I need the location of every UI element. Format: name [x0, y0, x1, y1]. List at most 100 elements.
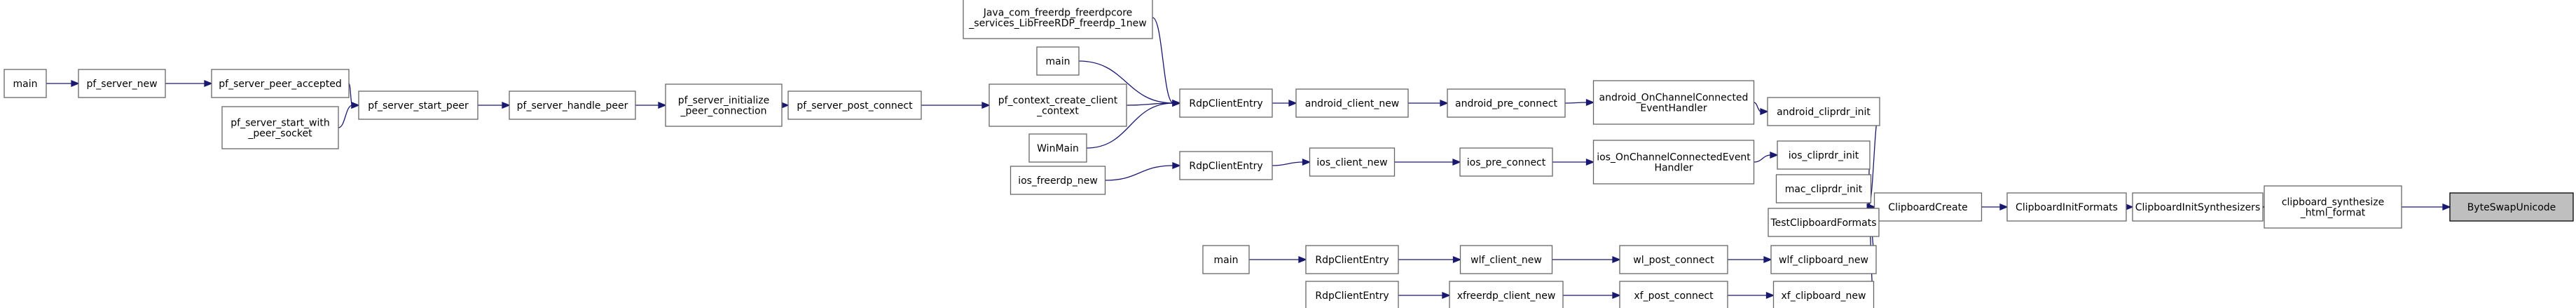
node-winmain[interactable]: WinMain — [1028, 133, 1087, 163]
node-wlf-clipboard-new[interactable]: wlf_clipboard_new — [1770, 245, 1877, 274]
edge-arrowhead — [71, 80, 80, 87]
edge-pf-server-start-peer-to-pf-server-handle-peer — [477, 102, 511, 109]
edge-xfreerdp-client-new-to-xf-post-connect — [1562, 292, 1621, 299]
node-rdpcliententry-ios[interactable]: RdpClientEntry — [1179, 151, 1273, 180]
node-box — [358, 91, 478, 120]
edge-arrowhead — [658, 102, 667, 109]
node-wl-post-connect[interactable]: wl_post_connect — [1619, 245, 1728, 274]
nodes-layer: ByteSwapUnicode clipboard_synthesize_html… — [4, 0, 2574, 308]
node-label: ios_pre_connect — [1467, 157, 1546, 168]
node-box — [1459, 147, 1553, 177]
edge-arrowhead — [1288, 100, 1297, 107]
node-testclipboardformats[interactable]: TestClipboardFormats — [1768, 208, 1880, 237]
node-label: Handler — [1654, 163, 1693, 174]
node-android-cliprdr-init[interactable]: android_cliprdr_init — [1767, 97, 1880, 126]
node-label: _html_format — [2300, 208, 2366, 219]
node-pf-server-post-connect[interactable]: pf_server_post_connect — [787, 91, 922, 120]
node-main-wl[interactable]: main — [1202, 245, 1250, 274]
node-byteswapunicode[interactable]: ByteSwapUnicode — [2449, 192, 2574, 222]
node-box — [787, 91, 922, 120]
edge-ios-freerdp-new-to-rdpcliententry-ios — [1105, 162, 1181, 181]
node-java-freerdp-new[interactable]: Java_com_freerdp_freerdpcore_services_Li… — [963, 0, 1153, 39]
node-box — [2449, 192, 2574, 222]
node-pf-server-new[interactable]: pf_server_new — [78, 69, 166, 98]
node-pf-server-start-with-peer-socket[interactable]: pf_server_start_with_peer_socket — [221, 106, 339, 149]
node-label: _context — [1036, 106, 1079, 117]
edge-pf-server-post-connect-to-pf-context-create-client-context — [921, 102, 991, 109]
node-label: WinMain — [1037, 143, 1079, 154]
edge-arrowhead — [1585, 99, 1595, 106]
node-box — [509, 91, 636, 120]
node-box — [1592, 80, 1755, 125]
edge-ios-client-new-to-ios-pre-connect — [1394, 159, 1461, 166]
node-ios-cliprdr-init[interactable]: ios_cliprdr_init — [1777, 140, 1871, 170]
node-xf-clipboard-new[interactable]: xf_clipboard_new — [1772, 281, 1875, 308]
edge-rdpcliententry-ios-to-ios-client-new — [1272, 159, 1311, 166]
edge-line — [1086, 102, 1174, 149]
edge-arrowhead — [1612, 256, 1621, 263]
node-main-pf[interactable]: main — [4, 69, 47, 98]
node-clipboard-synthesize-html-format[interactable]: clipboard_synthesize_html_format — [2264, 185, 2402, 229]
node-label: wl_post_connect — [1633, 255, 1714, 266]
node-rdpcliententry-wl[interactable]: RdpClientEntry — [1305, 245, 1399, 274]
node-label: xf_post_connect — [1634, 290, 1714, 302]
node-pf-server-start-peer[interactable]: pf_server_start_peer — [358, 91, 478, 120]
node-box — [1770, 245, 1877, 274]
node-box — [1202, 245, 1250, 274]
node-main-android[interactable]: main — [1036, 46, 1080, 76]
node-label: pf_server_peer_accepted — [219, 79, 341, 90]
edge-arrowhead — [1770, 152, 1779, 159]
node-pf-server-initialize-peer-connection[interactable]: pf_server_initialize_peer_connection — [665, 83, 783, 127]
node-clipboardinitsynthesizers[interactable]: ClipboardInitSynthesizers — [2132, 192, 2264, 222]
edge-line — [1152, 17, 1174, 104]
node-label: pf_server_handle_peer — [517, 100, 628, 112]
node-box — [989, 83, 1127, 127]
edge-arrowhead — [1765, 292, 1775, 299]
node-mac-cliprdr-init[interactable]: mac_cliprdr_init — [1775, 174, 1872, 203]
node-pf-context-create-client-context[interactable]: pf_context_create_client_context — [989, 83, 1127, 127]
edge-arrowhead — [1172, 100, 1181, 107]
node-label: xfreerdp_client_new — [1457, 290, 1556, 302]
node-xf-post-connect[interactable]: xf_post_connect — [1619, 281, 1728, 308]
node-box — [1619, 245, 1728, 274]
node-clipboardcreate[interactable]: ClipboardCreate — [1873, 192, 1983, 222]
node-box — [1459, 245, 1553, 274]
edge-arrowhead — [1172, 162, 1181, 169]
node-label: ios_cliprdr_init — [1789, 150, 1859, 161]
node-rdpcliententry-xf[interactable]: RdpClientEntry — [1305, 281, 1399, 308]
node-box — [1295, 88, 1409, 118]
node-rdpcliententry-android[interactable]: RdpClientEntry — [1179, 88, 1273, 118]
node-box — [1767, 97, 1880, 126]
edge-java-freerdp-new-to-rdpcliententry-android — [1152, 17, 1181, 107]
edge-line — [338, 105, 353, 128]
node-pf-server-handle-peer[interactable]: pf_server_handle_peer — [509, 91, 636, 120]
node-android-client-new[interactable]: android_client_new — [1295, 88, 1409, 118]
node-wlf-client-new[interactable]: wlf_client_new — [1459, 245, 1553, 274]
node-pf-server-peer-accepted[interactable]: pf_server_peer_accepted — [211, 69, 350, 98]
node-ios-client-new[interactable]: ios_client_new — [1309, 147, 1396, 177]
edge-pf-server-handle-peer-to-pf-server-initialize-peer-connection — [635, 102, 667, 109]
node-label: RdpClientEntry — [1315, 255, 1389, 266]
edge-pf-server-new-to-pf-server-peer-accepted — [165, 80, 213, 87]
node-xfreerdp-client-new[interactable]: xfreerdp_client_new — [1449, 281, 1564, 308]
node-android-pre-connect[interactable]: android_pre_connect — [1447, 88, 1566, 118]
edge-android-client-new-to-android-pre-connect — [1407, 100, 1449, 107]
node-box — [1305, 281, 1399, 308]
node-clipboardinitformats[interactable]: ClipboardInitFormats — [2006, 192, 2127, 222]
node-label: ios_freerdp_new — [1018, 175, 1098, 187]
node-box — [1305, 245, 1399, 274]
edge-arrowhead — [1442, 292, 1451, 299]
edge-arrowhead — [982, 102, 991, 109]
node-box — [1873, 192, 1983, 222]
node-ios-freerdp-new[interactable]: ios_freerdp_new — [1010, 166, 1106, 195]
edge-clipboardcreate-to-clipboardinitformats — [1981, 203, 2009, 210]
edge-arrowhead — [1452, 256, 1462, 263]
node-ios-pre-connect[interactable]: ios_pre_connect — [1459, 147, 1553, 177]
node-label: android_OnChannelConnected — [1599, 93, 1749, 104]
node-label: mac_cliprdr_init — [1785, 184, 1863, 195]
edge-arrowhead — [351, 102, 360, 109]
node-label: pf_server_start_with — [230, 118, 329, 129]
